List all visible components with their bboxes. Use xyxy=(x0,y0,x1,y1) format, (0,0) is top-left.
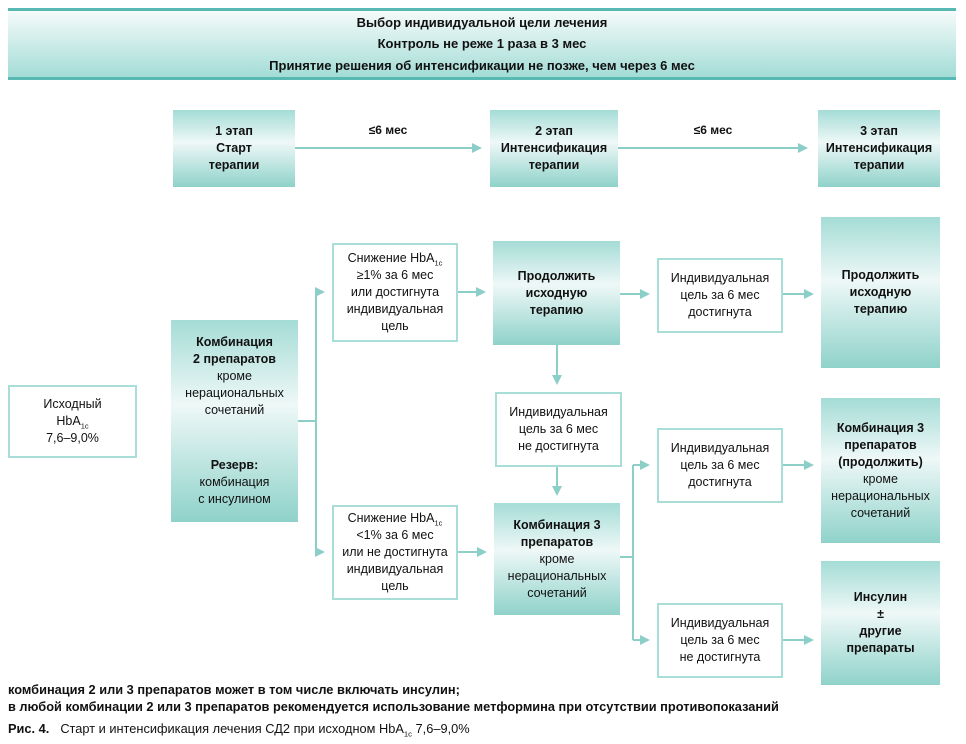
footnotes: комбинация 2 или 3 препаратов может в то… xyxy=(8,681,779,715)
stage-1-label: 1 этап Старт терапии xyxy=(208,124,260,172)
footnote-line-2: в любой комбинации 2 или 3 препаратов ре… xyxy=(8,699,779,714)
hba-rest: <1% за 6 мес или не достигнута индивидуа… xyxy=(342,528,448,593)
hba-rest: 7,6–9,0% xyxy=(46,431,99,445)
caption-label: Рис. 4. xyxy=(8,721,50,736)
node-title: Комбинация 3 препаратов xyxy=(513,517,601,549)
hba-prefix: Исходный HbA xyxy=(43,397,102,428)
node-insulin: Инсулин ± другие препараты xyxy=(821,561,940,685)
header-banner: Выбор индивидуальной цели лечения Контро… xyxy=(8,8,956,80)
node-reserve-title: Резерв: xyxy=(210,458,259,472)
footnote-line-1: комбинация 2 или 3 препаратов может в то… xyxy=(8,682,460,697)
stage-2-label: 2 этап Интенсификация терапии xyxy=(500,124,608,172)
hba-subscript: 1c xyxy=(434,518,443,528)
hba-prefix: Снижение HbA xyxy=(347,251,435,265)
node-note: кроме нерациональных сочетаний xyxy=(185,369,284,417)
hba-rest: ≥1% за 6 мес или достигнута индивидуальн… xyxy=(346,268,444,333)
caption-suffix: 7,6–9,0% xyxy=(411,721,470,736)
node-goal-achieved-right: Индивидуальная цель за 6 мес достигнута xyxy=(657,428,783,503)
stage-3-box: 3 этап Интенсификация терапии xyxy=(818,110,940,187)
branch-combo3 xyxy=(620,465,634,640)
node-text: Индивидуальная цель за 6 мес достигнута xyxy=(670,441,770,489)
node-text: Индивидуальная цель за 6 мес не достигну… xyxy=(670,616,770,664)
node-reserve-note: комбинация с инсулином xyxy=(198,475,271,506)
figure-caption: Рис. 4. Старт и интенсификация лечения СД… xyxy=(8,721,470,739)
stage-1-box: 1 этап Старт терапии xyxy=(173,110,295,187)
hba-prefix: Снижение HbA xyxy=(347,511,435,525)
caption-prefix: Старт и интенсификация лечения СД2 при и… xyxy=(60,721,404,736)
node-goal-achieved-top: Индивидуальная цель за 6 мес достигнута xyxy=(657,258,783,333)
caption-text: Старт и интенсификация лечения СД2 при и… xyxy=(60,721,470,739)
node-combo-3-continue: Комбинация 3 препаратов (продолжить) кро… xyxy=(821,398,940,543)
node-title: Инсулин ± другие препараты xyxy=(846,590,915,655)
node-decrease-ge-1pct: Снижение HbA1c ≥1% за 6 мес или достигну… xyxy=(332,243,458,342)
node-title: Комбинация 2 препаратов xyxy=(193,335,276,366)
node-source-hba1c: Исходный HbA1c 7,6–9,0% xyxy=(8,385,137,458)
node-text: Исходный HbA1c 7,6–9,0% xyxy=(43,396,101,447)
node-title: Продолжить исходную терапию xyxy=(841,268,920,316)
header-banner-text: Выбор индивидуальной цели лечения Контро… xyxy=(269,15,695,73)
stage-3-label: 3 этап Интенсификация терапии xyxy=(825,124,933,172)
node-text: Снижение HbA1c <1% за 6 мес или не дости… xyxy=(342,510,448,595)
node-note: кроме нерациональных сочетаний xyxy=(831,471,930,520)
node-title: Комбинация 3 препаратов (продолжить) xyxy=(836,420,925,469)
interval-label-2: ≤6 мес xyxy=(693,123,733,137)
node-combo-2-drugs: Комбинация 2 препаратов кроме нерационал… xyxy=(171,320,298,522)
hba-subscript: 1c xyxy=(80,421,89,431)
node-goal-not-achieved-right: Индивидуальная цель за 6 мес не достигну… xyxy=(657,603,783,678)
interval-label-1: ≤6 мес xyxy=(368,123,408,137)
node-goal-not-achieved-mid: Индивидуальная цель за 6 мес не достигну… xyxy=(495,392,622,467)
node-continue-therapy-right: Продолжить исходную терапию xyxy=(821,217,940,368)
stage-2-box: 2 этап Интенсификация терапии xyxy=(490,110,618,187)
node-continue-therapy-mid: Продолжить исходную терапию xyxy=(493,241,620,345)
node-decrease-lt-1pct: Снижение HbA1c <1% за 6 мес или не дости… xyxy=(332,505,458,600)
caption-subscript: 1c xyxy=(403,729,412,739)
node-text: Снижение HbA1c ≥1% за 6 мес или достигну… xyxy=(347,250,444,335)
node-combo-3-drugs: Комбинация 3 препаратов кроме нерационал… xyxy=(494,503,620,615)
branch-combo2 xyxy=(298,292,317,552)
node-text: Индивидуальная цель за 6 мес не достигну… xyxy=(509,405,608,453)
node-title: Продолжить исходную терапию xyxy=(517,268,596,317)
hba-subscript: 1c xyxy=(434,258,443,268)
node-note: кроме нерациональных сочетаний xyxy=(507,551,607,600)
node-text: Индивидуальная цель за 6 мес достигнута xyxy=(670,271,770,319)
